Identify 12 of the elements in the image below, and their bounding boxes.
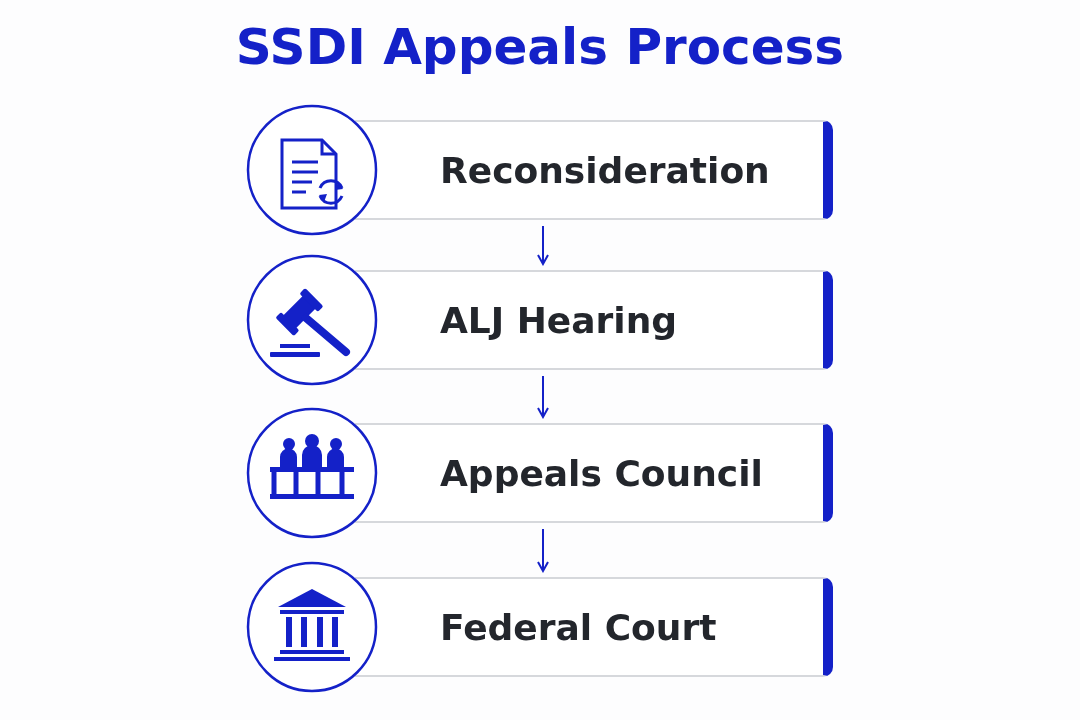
diagram-title: SSDI Appeals Process xyxy=(234,18,846,76)
step-box xyxy=(246,104,833,236)
arrow xyxy=(537,528,549,572)
step-box xyxy=(246,254,833,386)
arrow xyxy=(537,375,549,418)
step-label: Reconsideration xyxy=(440,149,770,191)
step-box xyxy=(246,561,833,693)
step-box xyxy=(246,407,833,539)
step-label: Appeals Council xyxy=(440,452,763,494)
step-label: Federal Court xyxy=(440,606,717,648)
step-label: ALJ Hearing xyxy=(440,299,678,341)
arrow xyxy=(537,225,549,265)
